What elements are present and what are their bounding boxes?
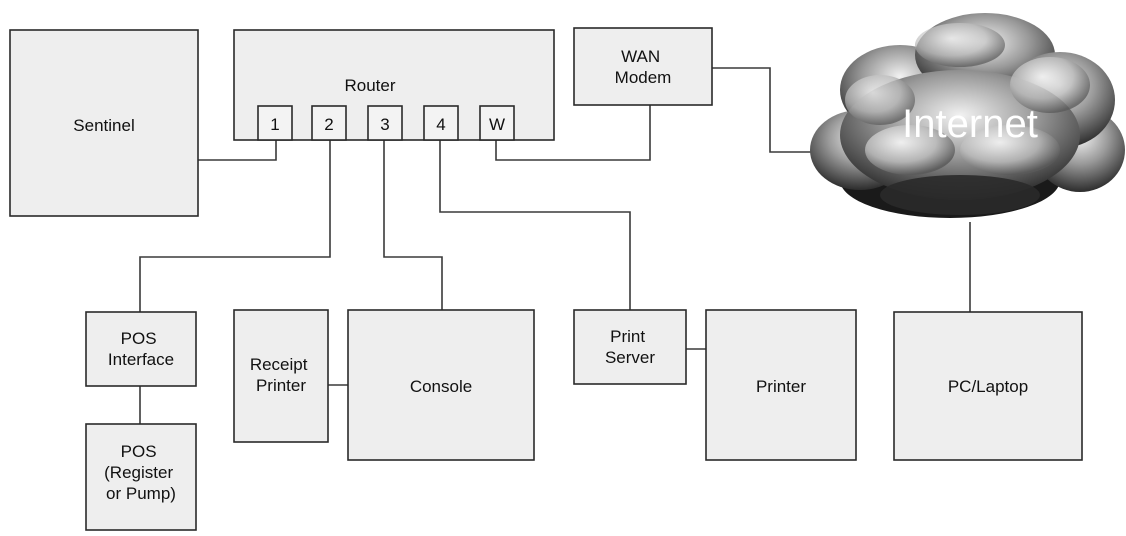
receipt-printer-label: Receipt Printer [250,355,312,395]
svg-text:3: 3 [380,115,389,134]
router-port-4: 4 [423,105,459,141]
connections [139,67,971,424]
printer-label: Printer [756,377,806,396]
svg-text:1: 1 [270,115,279,134]
pos-box: POS (Register or Pump) [85,423,197,531]
wan-modem-label: WAN Modem [615,47,672,87]
svg-text:2: 2 [324,115,333,134]
link-portw-wan-modem [495,105,651,161]
printer-box: Printer [705,309,857,461]
link-port2-pos-interface [139,140,331,312]
pc-laptop-label: PC/Laptop [948,377,1028,396]
link-port4-print-server [439,140,631,310]
print-server-label: Print Server [605,327,655,367]
router-port-2: 2 [311,105,347,141]
internet-cloud: Internet [810,13,1125,218]
wan-modem-box: WAN Modem [573,27,713,106]
svg-text:4: 4 [436,115,445,134]
router-ports: 1 2 3 4 W [257,105,515,141]
pos-interface-label: POS Interface [108,329,174,369]
router-port-w: W [479,105,515,141]
svg-text:W: W [489,115,505,134]
link-wan-modem-internet [712,67,820,153]
router-port-3: 3 [367,105,403,141]
link-port3-console [383,140,443,310]
pc-laptop-box: PC/Laptop [893,311,1083,461]
router-port-1: 1 [257,105,293,141]
link-sentinel-port1 [198,140,277,161]
receipt-printer-box: Receipt Printer [233,309,329,443]
sentinel-box: Sentinel [9,29,199,217]
router-label: Router [344,76,395,95]
print-server-box: Print Server [573,309,687,385]
console-box: Console [347,309,535,461]
pos-label: POS (Register or Pump) [104,442,178,503]
pos-interface-box: POS Interface [85,311,197,387]
internet-label: Internet [902,102,1038,146]
cloud-icon [810,13,1125,218]
console-label: Console [410,377,472,396]
sentinel-label: Sentinel [73,116,134,135]
